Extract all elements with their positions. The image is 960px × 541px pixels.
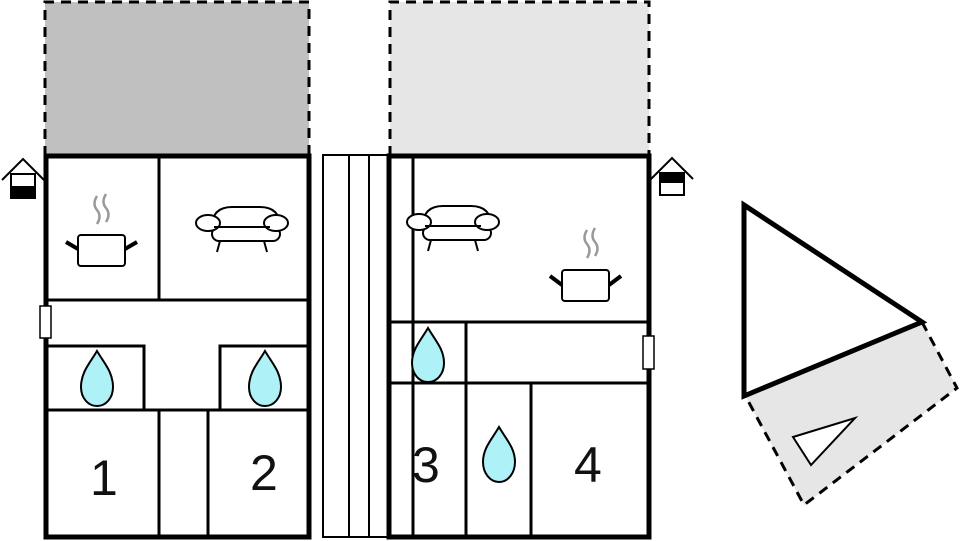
room-label-3: 3 bbox=[412, 437, 440, 493]
orientation-icon bbox=[741, 200, 959, 508]
kitchen-pot-icon bbox=[548, 227, 623, 302]
terrace-left-border bbox=[43, 0, 311, 156]
deck bbox=[322, 154, 389, 538]
entrance-icon bbox=[1, 157, 45, 199]
room-label-1: 1 bbox=[90, 450, 118, 506]
door-marker-icon bbox=[642, 335, 655, 370]
water-drop-icon bbox=[410, 326, 446, 384]
water-drop-icon bbox=[247, 349, 283, 408]
terrace-left bbox=[45, 2, 309, 156]
water-drop-icon bbox=[79, 349, 115, 408]
room-label-2: 2 bbox=[250, 445, 278, 501]
terrace-right-border bbox=[388, 0, 651, 156]
sofa-icon bbox=[406, 205, 500, 252]
terrace-right bbox=[390, 2, 649, 156]
door-marker-icon bbox=[39, 305, 52, 339]
sofa-icon bbox=[195, 206, 289, 253]
entrance-icon bbox=[650, 156, 694, 196]
kitchen-pot-icon bbox=[64, 193, 139, 267]
water-drop-icon bbox=[481, 425, 517, 484]
room-label-4: 4 bbox=[574, 437, 602, 493]
